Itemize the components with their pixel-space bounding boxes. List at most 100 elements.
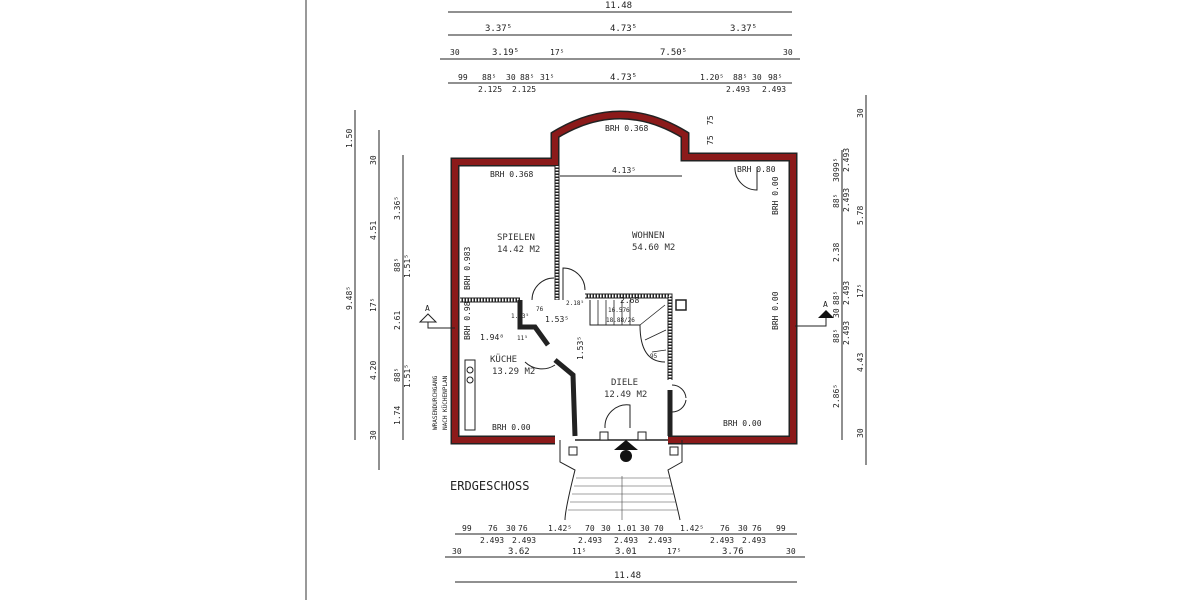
dim-label: 30 <box>786 547 796 556</box>
dim-label: 1.20⁵ <box>700 73 724 82</box>
exterior-walls <box>450 110 798 445</box>
dim-label: 2.68 <box>620 296 639 305</box>
top-dimensions: 11.48 3.37⁵ 4.73⁵ 3.37⁵ 30 3.19⁵ 17⁵ 7.5… <box>440 1 800 94</box>
chimney-icon <box>675 299 687 311</box>
dim-label: 30 <box>452 547 462 556</box>
room-name: DIELE <box>611 378 638 388</box>
dim-label: 11.48 <box>614 571 641 581</box>
room-area: 14.42 M2 <box>497 245 540 255</box>
dim-label: 3.01 <box>615 547 637 557</box>
room-area: 13.29 M2 <box>492 367 535 377</box>
dim-label: 30 <box>506 73 516 82</box>
dim-label: 30 <box>752 73 762 82</box>
dim-label: 4.73⁵ <box>610 73 637 83</box>
dim-label: 88⁵ <box>482 73 496 82</box>
dim-label: 1.53⁵ <box>576 336 585 360</box>
interior-walls <box>460 166 758 437</box>
dim-label: 30 <box>450 48 460 57</box>
dim-label: 30 <box>856 108 865 118</box>
dim-label: 17⁵ <box>667 547 681 556</box>
brh-label: BRH 0.00 <box>771 291 780 330</box>
dim-label: 2.493 <box>614 536 638 545</box>
dim-label: 88⁵ <box>393 368 402 382</box>
door-swing <box>604 404 631 429</box>
dim-label: 1.01 <box>617 524 636 533</box>
brh-label: BRH 0.00 <box>723 419 762 428</box>
entrance-porch <box>559 431 683 521</box>
note-text: NACH KÜCHENPLAN <box>442 375 449 430</box>
door-swing <box>734 166 758 191</box>
dim-label: 4.20 <box>369 361 378 380</box>
dim-label: 4.13⁵ <box>612 166 636 175</box>
door-swing <box>531 277 555 301</box>
dim-label: 99⁵ <box>832 158 841 172</box>
room-name: WOHNEN <box>632 231 665 241</box>
brh-label: BRH 0.983 <box>463 246 472 290</box>
dim-label: 2.493 <box>842 188 851 212</box>
dim-label: 76 <box>752 524 762 533</box>
dim-label: 3.37⁵ <box>730 24 757 34</box>
dim-label: 88⁵ <box>393 258 402 272</box>
brh-label: BRH 0.00 <box>771 176 780 215</box>
dim-label: 2.125 <box>512 85 536 94</box>
dim-label: 1.94⁸ <box>480 333 504 342</box>
dim-label: 76 <box>536 306 544 313</box>
dim-label: 4.51 <box>369 221 378 240</box>
dim-label: 1.03⁵ <box>511 313 529 320</box>
dim-label: 3.37⁵ <box>485 24 512 34</box>
dim-label: 30 <box>783 48 793 57</box>
dim-label: 1.53⁵ <box>545 315 569 324</box>
dim-label: 2.493 <box>842 281 851 305</box>
dim-label: 17⁵ <box>369 298 378 312</box>
dim-label: 3.19⁵ <box>492 48 519 58</box>
dim-label: 17⁵ <box>856 284 865 298</box>
dim-label: 30 <box>738 524 748 533</box>
section-marker-right: A <box>795 300 834 327</box>
dim-label: 95 <box>650 353 658 360</box>
dim-label: 2.493 <box>578 536 602 545</box>
note-text: WRASENDURCHGANG <box>432 375 439 430</box>
dim-label: 18.88/26 <box>606 317 635 324</box>
dim-label: 30 <box>856 428 865 438</box>
dim-label: 99 <box>776 524 786 533</box>
left-dimensions: 1.50 9.48⁵ 30 4.51 17⁵ 4.20 30 3.36⁵ 88⁵… <box>345 110 412 470</box>
dim-label: 11⁵ <box>517 335 528 342</box>
dim-label: 1.50 <box>345 129 354 148</box>
dim-label: 7.50⁵ <box>660 48 687 58</box>
entrance-arrow-icon <box>614 440 638 450</box>
brh-label: BRH 0.98 <box>463 301 472 340</box>
dim-label: 1.51⁵ <box>403 364 412 388</box>
dim-label: 30 <box>832 308 841 318</box>
room-name: SPIELEN <box>497 233 535 243</box>
dim-label: 2.493 <box>742 536 766 545</box>
dim-label: 30 <box>369 155 378 165</box>
dim-label: 76 <box>488 524 498 533</box>
floor-title: ERDGESCHOSS <box>450 479 529 493</box>
dim-label: 2.493 <box>842 321 851 345</box>
dim-label: 2.493 <box>842 148 851 172</box>
dim-label: 88⁵ <box>733 73 747 82</box>
dim-label: 2.86⁵ <box>832 384 841 408</box>
brh-label: BRH 0.368 <box>605 124 649 133</box>
room-area: 54.60 M2 <box>632 243 675 253</box>
dim-label: 30 <box>601 524 611 533</box>
dim-label: 1.74 <box>393 406 402 425</box>
dim-label: 2.493 <box>648 536 672 545</box>
dim-label: 4.73⁵ <box>610 24 637 34</box>
dim-label: 75 <box>706 115 715 125</box>
dim-label: 88⁵ <box>832 194 841 208</box>
dim-label: 2.493 <box>726 85 750 94</box>
dim-label: 2.125 <box>478 85 502 94</box>
room-name: KÜCHE <box>490 354 517 365</box>
dim-label: 30 <box>640 524 650 533</box>
dim-label: 17⁵ <box>550 48 564 57</box>
dim-label: A <box>425 304 430 313</box>
dim-label: 88⁵ <box>832 329 841 343</box>
dim-label: 70 <box>654 524 664 533</box>
room-area: 12.49 M2 <box>604 390 647 400</box>
dim-label: 4.43 <box>856 353 865 372</box>
dim-label: 1.51⁵ <box>403 254 412 278</box>
dim-label: 30 <box>506 524 516 533</box>
dim-label: 76 <box>518 524 528 533</box>
dim-label: 31⁵ <box>540 73 554 82</box>
